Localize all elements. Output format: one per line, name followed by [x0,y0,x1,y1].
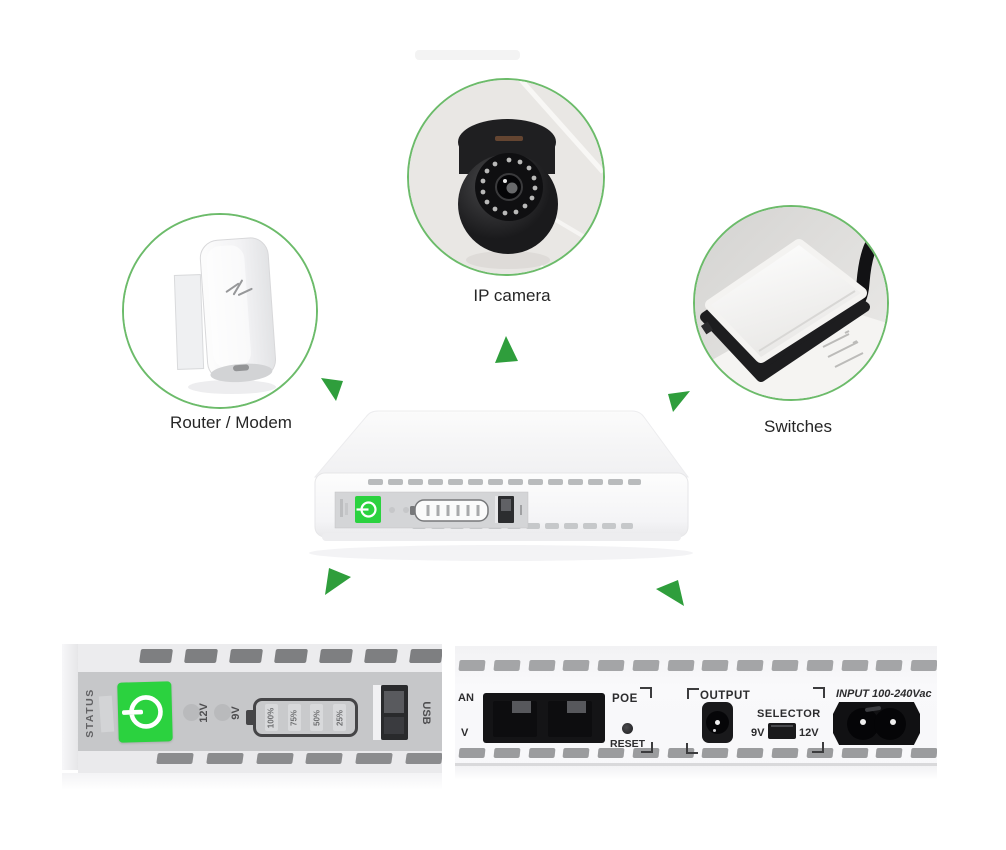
voltage-selector-switch [768,723,796,739]
switches-photo [693,205,889,401]
rj45-port [493,701,537,737]
poe-label: POE [612,693,638,705]
output-label: OUTPUT [700,690,751,702]
rj45-port [548,701,592,737]
reset-button [622,723,633,734]
arrow-to-front-panel-icon [325,568,351,595]
battery-gauge: 100% 75% 50% 25% [253,698,358,737]
front-vents-top [368,479,641,485]
ip-camera-photo [407,78,605,276]
led-12v [183,704,200,721]
battery-level-label: 100% [266,707,276,728]
battery-level-label: 50% [312,709,322,726]
ip-camera-label: IP camera [473,286,551,305]
mini-ups-device [309,410,693,561]
front-panel-closeup: STATUS 12V 9V 100% 75% 50% 25% USB [62,644,442,790]
selector-9v-label: 9V [751,727,765,739]
ac-input-label: INPUT 100-240Vac [836,688,932,700]
front-vent-band-bottom [78,751,442,773]
usb-port-frame [373,685,381,740]
reset-label: RESET [610,738,646,750]
network-switch-icon [695,207,887,399]
battery-segment: 100% [264,704,278,731]
arrow-to-back-panel-icon [656,580,684,606]
front-vent-band-top [78,644,442,672]
router-modem-photo [122,213,318,409]
battery-segment: 25% [333,704,347,731]
lan-label-partial: AN [458,692,474,704]
dome-camera-icon [409,80,603,274]
receipt-text-lines [822,330,864,368]
lan-poe-port-recess [483,693,605,743]
router-icon [124,215,316,407]
led-indicator [403,507,409,513]
label-12v: 12V [198,703,210,723]
antenna-logo-icon [225,279,253,296]
arrow-from-router-icon [321,378,343,401]
router-modem-label: Router / Modem [170,413,292,432]
voltage-label-partial: V [461,727,469,739]
photo-artifact [415,50,520,60]
led-9v [214,704,231,721]
selector-12v-label: 12V [799,727,819,739]
power-button-icon [355,496,381,523]
back-vent-band-top [455,660,937,672]
power-button [117,681,173,743]
led-indicator [389,507,395,513]
battery-level-label: 25% [335,709,345,726]
device-edge [62,644,78,770]
power-icon [121,695,163,729]
arrow-to-camera-icon [495,336,518,363]
usb-port-icon [495,496,514,523]
battery-segment: 50% [310,704,324,731]
label-9v: 9V [230,706,242,720]
switches-label: Switches [763,417,833,436]
dc-output-jack [702,702,733,743]
battery-segment: 75% [287,704,301,731]
front-control-panel [334,491,529,529]
selector-label: SELECTOR [757,708,821,720]
usb-label: USB [420,701,432,725]
ac-input-socket [833,702,920,745]
status-label: STATUS [84,688,96,738]
battery-level-label: 75% [289,709,299,726]
battery-gauge-icon [410,499,489,522]
back-panel-closeup: AN V POE RESET OUTPUT SELECTOR 9V 12V IN… [455,646,937,780]
status-led [98,695,115,733]
battery-terminal [246,710,253,725]
switch-port [700,321,714,335]
